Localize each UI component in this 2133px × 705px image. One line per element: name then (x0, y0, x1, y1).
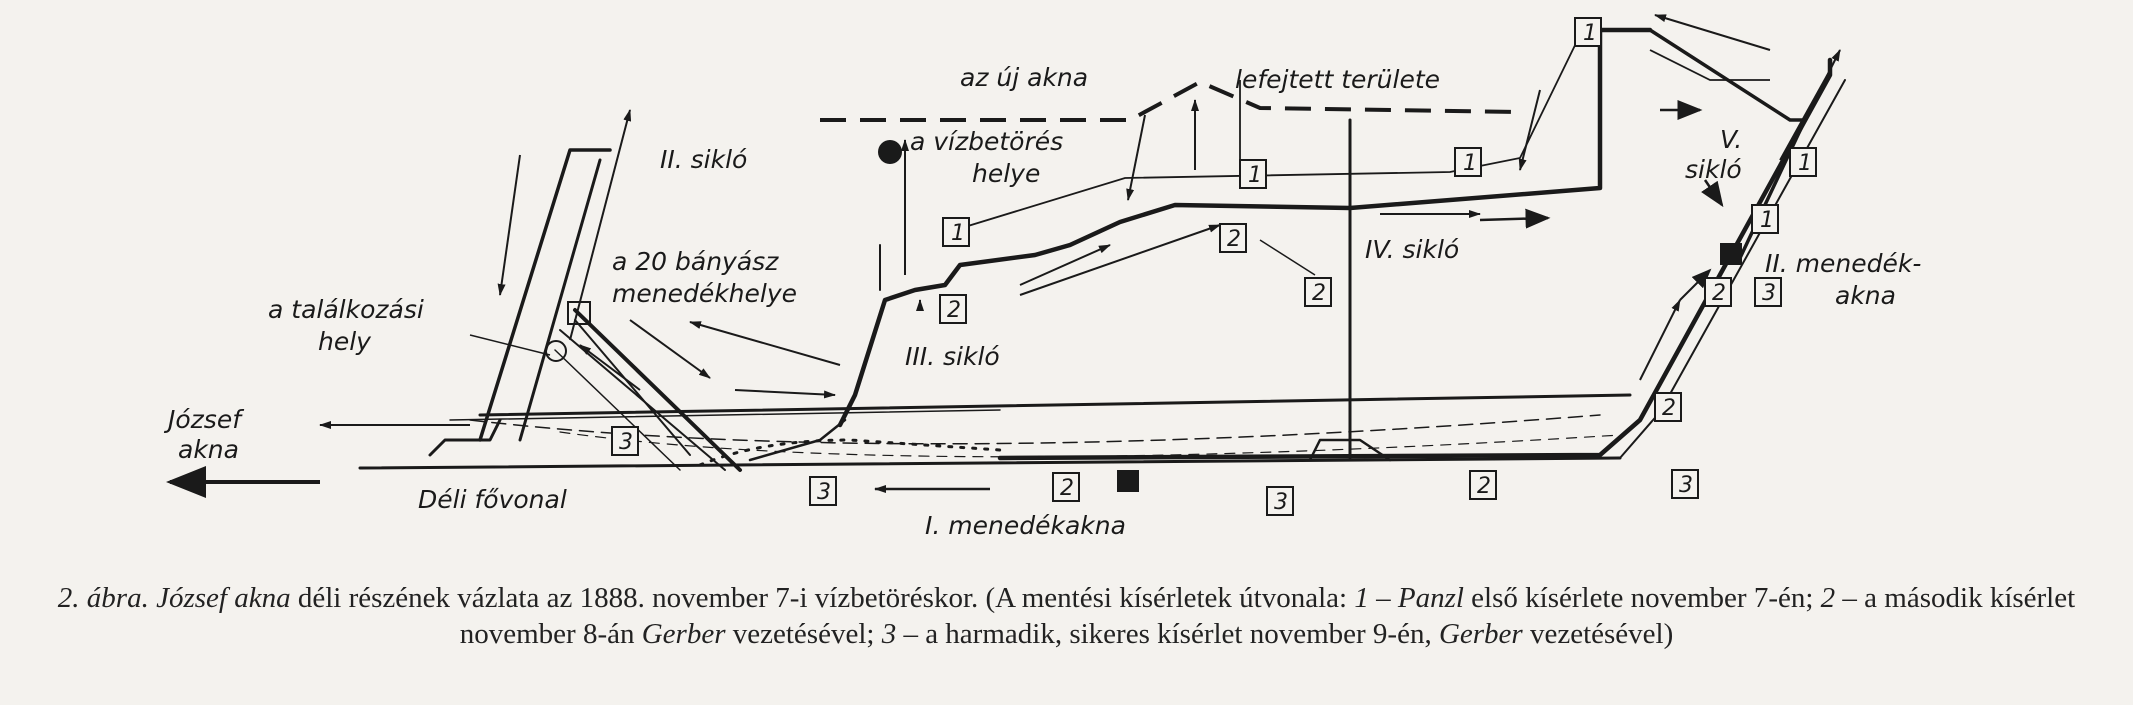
svg-text:2: 2 (1227, 227, 1241, 252)
mine-galleries (358, 27, 1846, 472)
meeting-point-marker (545, 340, 567, 362)
label-menedek-1: I. menedékakna (925, 511, 1126, 540)
siklo-2-gallery (478, 148, 612, 442)
route-box-2: 2 (1704, 277, 1732, 307)
svg-text:3: 3 (1274, 490, 1288, 515)
label-siklo-5-2: sikló (1685, 155, 1742, 184)
deli-fovonal-gallery (358, 456, 1622, 470)
diagram-labels: az új akna lefejtett területe a vízbetör… (163, 63, 1921, 540)
route-box-2: 2 (1219, 223, 1247, 253)
label-siklo-4: IV. sikló (1365, 235, 1459, 264)
shaft-1-marker (1117, 470, 1139, 492)
label-menedek-2b: akna (1835, 281, 1896, 310)
siklo-5-gallery (1648, 28, 1807, 260)
route-box-1: 1 (1239, 159, 1267, 189)
label-lefejtett: lefejtett területe (1235, 65, 1440, 94)
svg-text:2: 2 (1662, 396, 1676, 421)
shaft-base (1308, 438, 1392, 462)
label-jozsef-akna: József (163, 405, 244, 434)
route-number-boxes: 1 1 1 1 1 1 2 2 2 2 2 2 2 3 3 3 3 3 (611, 17, 1817, 516)
route-box-3: 3 (611, 426, 639, 456)
flooding-point-marker (878, 140, 902, 164)
label-uj-akna: az új akna (960, 63, 1088, 92)
svg-text:2: 2 (1477, 474, 1491, 499)
route-box-2: 2 (1052, 472, 1080, 502)
label-deli-fovonal: Déli fővonal (418, 485, 567, 514)
route-box-2: 2 (1304, 277, 1332, 307)
svg-text:2: 2 (1060, 476, 1074, 501)
svg-text:1: 1 (1248, 163, 1262, 188)
figure-caption: 2. ábra. József akna déli részének vázla… (57, 582, 2076, 650)
svg-text:3: 3 (1762, 281, 1776, 306)
svg-text:2: 2 (1312, 281, 1326, 306)
arrows (166, 14, 1841, 498)
route-box-3: 3 (1266, 486, 1294, 516)
label-banyasz: a 20 bányász (612, 247, 779, 276)
route-1-lines (944, 34, 1831, 234)
mine-sketch-diagram: 1 1 1 1 1 1 2 2 2 2 2 2 2 3 3 3 3 3 az ú… (163, 14, 1921, 540)
label-vizbetores: a vízbetörés (910, 127, 1063, 156)
label-siklo-2: II. sikló (660, 145, 747, 174)
route-box-1: 1 (1751, 204, 1779, 234)
main-haulage (478, 393, 1632, 417)
svg-text:3: 3 (817, 480, 831, 505)
svg-text:1: 1 (1760, 208, 1774, 233)
route-box-2: 2 (1469, 470, 1497, 500)
svg-text:1: 1 (951, 221, 965, 246)
svg-text:2: 2 (947, 298, 961, 323)
svg-text:1: 1 (1798, 151, 1812, 176)
label-menedek-2: II. menedék- (1765, 249, 1921, 278)
label-talalkozasi: a találkozási (268, 295, 424, 324)
label-jozsef-akna-2: akna (178, 435, 239, 464)
svg-text:2: 2 (1712, 281, 1726, 306)
route-box-2: 2 (1654, 392, 1682, 422)
route-box-1: 1 (1454, 147, 1482, 177)
route-box-3: 3 (1754, 277, 1782, 307)
shaft-2-marker (1720, 243, 1742, 265)
route-box-1: 1 (942, 217, 970, 247)
uj-akna-dashed-line (820, 79, 1521, 122)
svg-text:1: 1 (1463, 151, 1477, 176)
label-talalkozasi-2: hely (318, 327, 372, 356)
route-box-1: 1 (1789, 147, 1817, 177)
label-siklo-3: III. sikló (905, 342, 1000, 371)
svg-text:3: 3 (619, 430, 633, 455)
label-banyasz-2: menedékhelye (612, 279, 797, 308)
svg-text:3: 3 (1679, 473, 1693, 498)
label-siklo-5: V. (1720, 125, 1742, 154)
route-box-3: 3 (809, 476, 837, 506)
route-box-1: 1 (1574, 17, 1602, 47)
route-box-3: 3 (1671, 469, 1699, 499)
svg-text:1: 1 (1583, 21, 1597, 46)
route-box-2: 2 (939, 294, 967, 324)
siklo-3-gallery (837, 27, 1653, 428)
label-vizbetores-2: helye (972, 159, 1040, 188)
